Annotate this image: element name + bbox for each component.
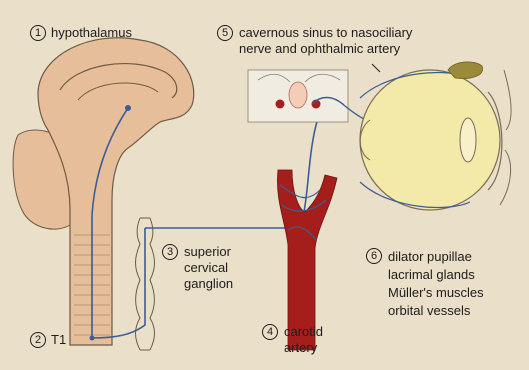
t1-node: [90, 336, 95, 341]
ganglion-line-3: ganglion: [184, 276, 233, 292]
number-badge-2: 2: [30, 332, 46, 348]
annotation-arrow: [372, 64, 380, 72]
label-targets: 6 dilator pupillae lacrimal glands Mülle…: [366, 248, 387, 264]
lacrimal-gland: [448, 62, 483, 79]
label-carotid: 4 carotid artery: [262, 324, 283, 340]
carotid-line-2: artery: [284, 340, 323, 356]
label-hypothalamus: 1 hypothalamus: [30, 25, 132, 41]
number-badge-4: 4: [262, 324, 278, 340]
number-badge-1: 1: [30, 25, 46, 41]
number-badge-6: 6: [366, 248, 382, 264]
sinus-line-2: nerve and ophthalmic artery: [239, 41, 412, 57]
carotid-artery: [277, 170, 337, 350]
ganglion-line-2: cervical: [184, 260, 233, 276]
label-t1: 2 T1: [30, 332, 66, 348]
number-badge-5: 5: [217, 25, 233, 41]
hypothalamus-text: hypothalamus: [51, 25, 132, 40]
cavernous-sinus-section: [248, 70, 348, 122]
t1-text: T1: [51, 332, 66, 347]
label-ganglion: 3 superior cervical ganglion: [162, 244, 183, 260]
targets-line-1: dilator pupillae: [388, 248, 484, 266]
targets-line-3: Müller's muscles: [388, 284, 484, 302]
number-badge-3: 3: [162, 244, 178, 260]
carotid-line-1: carotid: [284, 324, 323, 340]
targets-line-2: lacrimal glands: [388, 266, 484, 284]
targets-line-4: orbital vessels: [388, 302, 484, 320]
hypothalamus-node: [125, 105, 131, 111]
sinus-line-1: cavernous sinus to nasociliary: [239, 25, 412, 41]
ganglion-line-1: superior: [184, 244, 233, 260]
label-sinus: 5 cavernous sinus to nasociliary nerve a…: [217, 25, 238, 41]
eyeball: [360, 62, 511, 210]
